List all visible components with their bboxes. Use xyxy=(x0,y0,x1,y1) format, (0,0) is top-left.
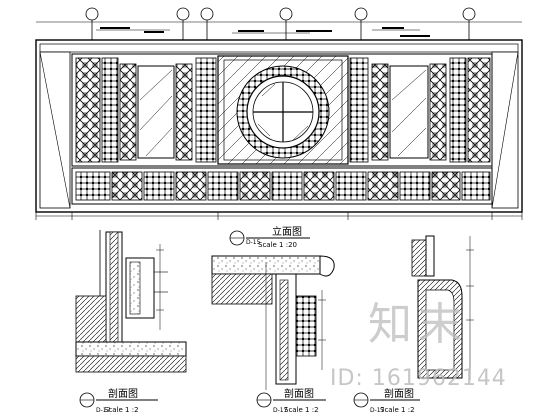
section-c-title-block: D-17 剖面图 Scale 1 :2 xyxy=(353,387,420,414)
section-a-sheet-ref: D-17 xyxy=(96,407,111,414)
section-c-scale: Scale 1 :2 xyxy=(380,406,415,414)
section-a-title-block: D-17 剖面图 Scale 1 :2 xyxy=(79,387,158,414)
section-a-title: 剖面图 xyxy=(108,387,138,400)
section-b-scale: Scale 1 :2 xyxy=(284,406,319,414)
section-b-drawing xyxy=(211,255,335,390)
section-b-sheet-ref: D-17 xyxy=(273,407,288,414)
section-b-title-block: D-17 剖面图 Scale 1 :2 xyxy=(256,387,326,414)
section-b-title: 剖面图 xyxy=(284,387,314,400)
elevation-sheet-ref: D-15 xyxy=(246,239,261,246)
elevation-title: 立面图 xyxy=(272,225,302,238)
grid-bubbles xyxy=(85,7,476,40)
watermark-logo: 知末 xyxy=(368,299,468,350)
section-c-title: 剖面图 xyxy=(384,387,414,400)
elevation-title-block: D-15 立面图 Scale 1 :20 xyxy=(229,225,310,249)
section-a-scale: Scale 1 :2 xyxy=(104,406,139,414)
watermark-id: ID: 161962144 xyxy=(330,366,507,391)
elevation-scale: Scale 1 :20 xyxy=(258,241,297,249)
section-a-drawing xyxy=(75,230,187,373)
section-c-drawing xyxy=(411,235,474,380)
section-c-sheet-ref: D-17 xyxy=(370,407,385,414)
elevation-view xyxy=(35,7,523,220)
